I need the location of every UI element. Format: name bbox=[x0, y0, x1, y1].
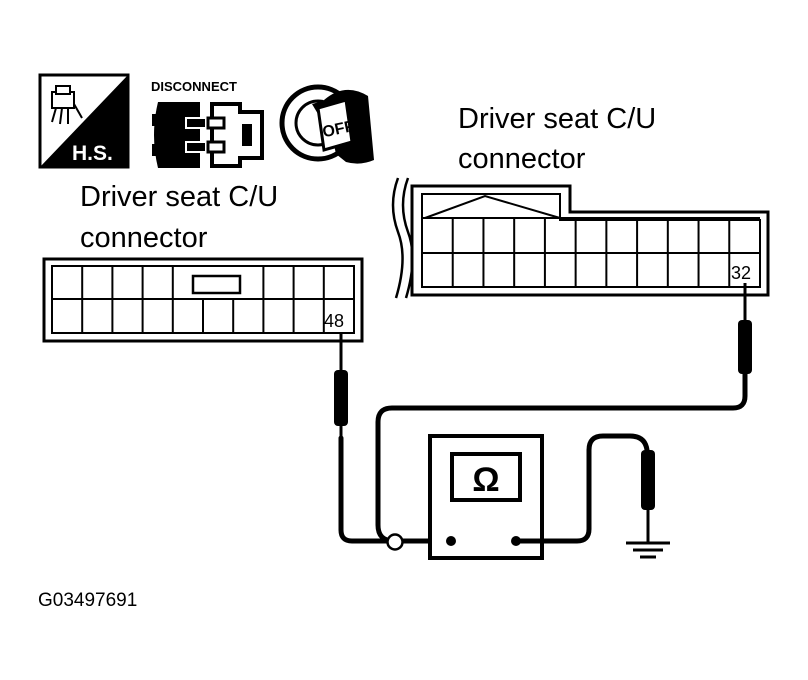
left-connector-caption-line1: Driver seat C/U bbox=[80, 181, 278, 213]
right-connector-caption-line2: connector bbox=[458, 143, 586, 175]
ground-probe bbox=[641, 450, 655, 542]
harness-side-icon: H.S. bbox=[38, 73, 130, 169]
ground-icon bbox=[626, 541, 670, 559]
off-label: OFF bbox=[321, 118, 356, 141]
left-connector-cavities bbox=[81, 266, 325, 333]
ground-lead-wire bbox=[513, 433, 650, 544]
right-lead-wire bbox=[375, 369, 748, 544]
left-connector-pin-label: 48 bbox=[324, 311, 344, 331]
left-connector-caption-line2: connector bbox=[80, 222, 208, 254]
disconnect-label: DISCONNECT bbox=[151, 79, 237, 94]
right-connector-pin-label: 32 bbox=[731, 263, 751, 283]
left-connector: 48 bbox=[42, 257, 364, 343]
left-probe bbox=[334, 334, 348, 440]
right-probe bbox=[738, 283, 752, 374]
ohmmeter-icon: Ω bbox=[428, 434, 544, 560]
ignition-key-off-icon: OFF bbox=[279, 84, 374, 164]
right-connector-caption-line1: Driver seat C/U bbox=[458, 103, 656, 135]
harness-side-label: H.S. bbox=[72, 142, 113, 165]
figure-id: G03497691 bbox=[38, 590, 137, 611]
disconnect-connector-icon: DISCONNECT bbox=[151, 79, 264, 168]
right-connector-cavities bbox=[451, 218, 731, 287]
small-connector-sketch bbox=[51, 85, 83, 125]
ohm-symbol: Ω bbox=[472, 461, 499, 499]
left-lead-wire bbox=[338, 435, 455, 544]
right-connector: 32 bbox=[391, 177, 770, 299]
wire-junction bbox=[386, 533, 404, 551]
meter-terminal-left bbox=[446, 536, 456, 546]
